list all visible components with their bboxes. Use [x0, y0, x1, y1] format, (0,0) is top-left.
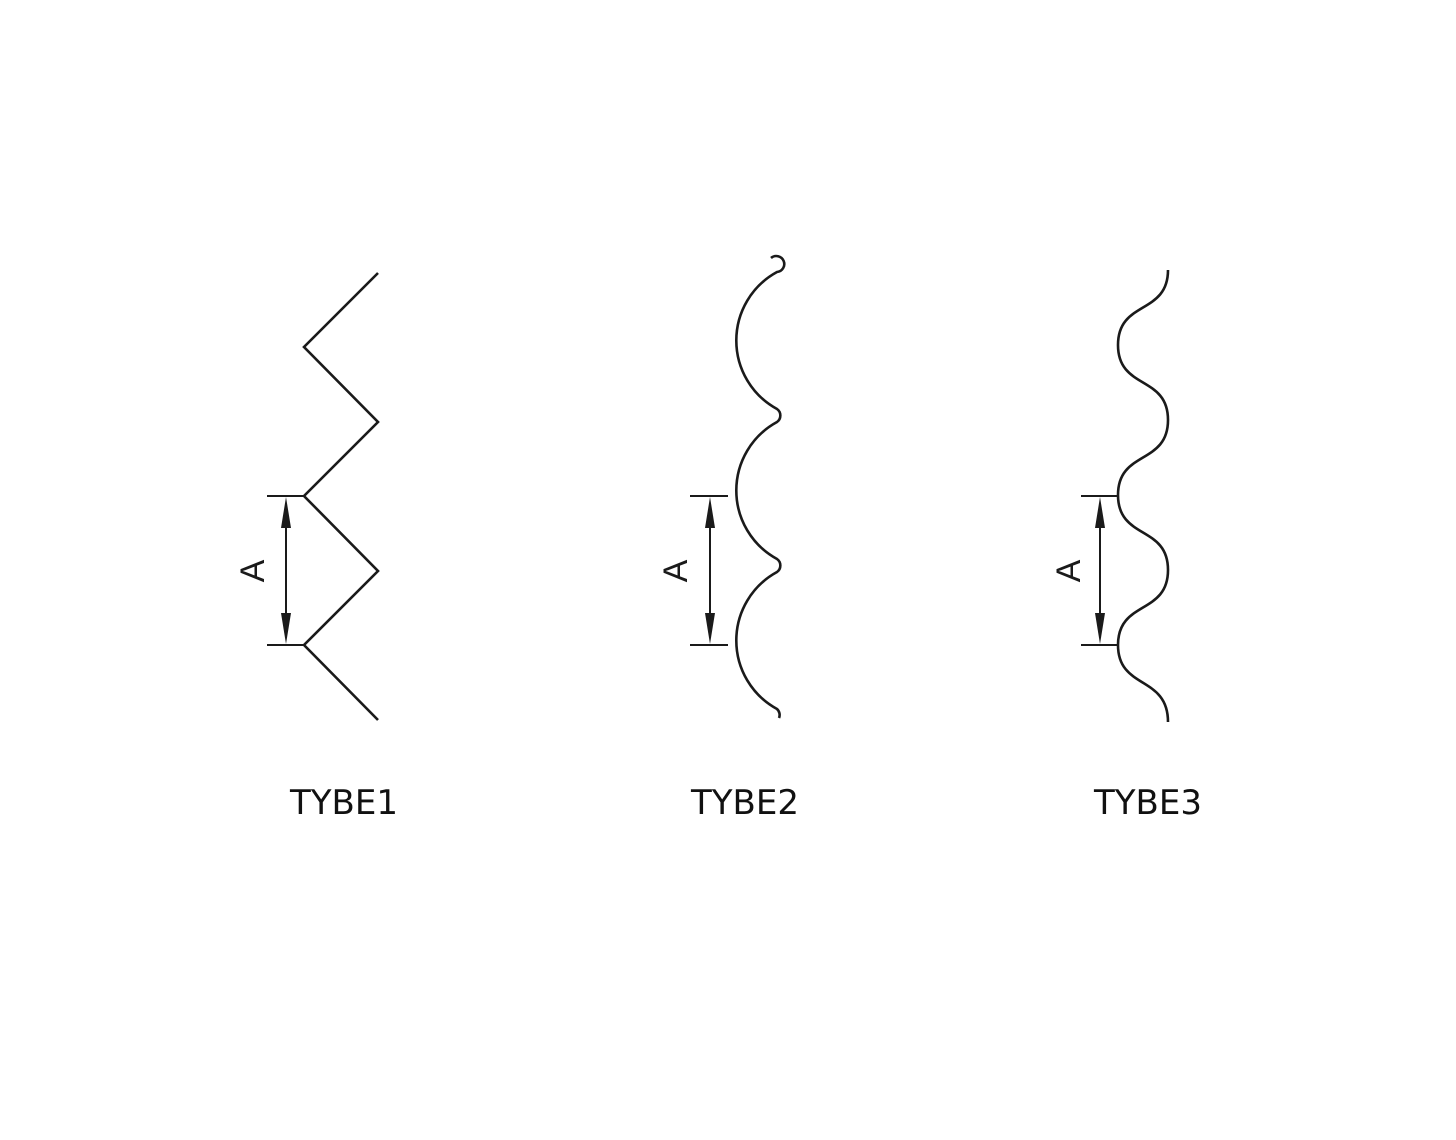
arrow-head-down-icon	[281, 613, 291, 644]
dimension-a-type3: A	[1050, 495, 1118, 646]
dimension-letter: A	[234, 559, 272, 582]
arrow-head-down-icon	[1095, 613, 1105, 644]
type-label: TYBE3	[1093, 783, 1202, 823]
dimension-letter: A	[657, 559, 695, 582]
profile-type2: A TYBE2	[657, 254, 799, 823]
profile-type3: A TYBE3	[1050, 269, 1202, 823]
zigzag-profile-line	[302, 272, 380, 721]
profile-type1: A TYBE1	[234, 272, 398, 823]
dimension-letter: A	[1050, 559, 1088, 582]
arrow-head-up-icon	[281, 497, 291, 528]
arrow-head-down-icon	[705, 613, 715, 644]
wave-profile-line	[1116, 269, 1170, 723]
dimension-a-type1: A	[234, 495, 304, 646]
type-label: TYBE1	[289, 783, 398, 823]
arrow-head-up-icon	[1095, 497, 1105, 528]
scallop-profile-line	[735, 254, 786, 719]
dimension-a-type2: A	[657, 495, 728, 646]
type-label: TYBE2	[690, 783, 799, 823]
arrow-head-up-icon	[705, 497, 715, 528]
